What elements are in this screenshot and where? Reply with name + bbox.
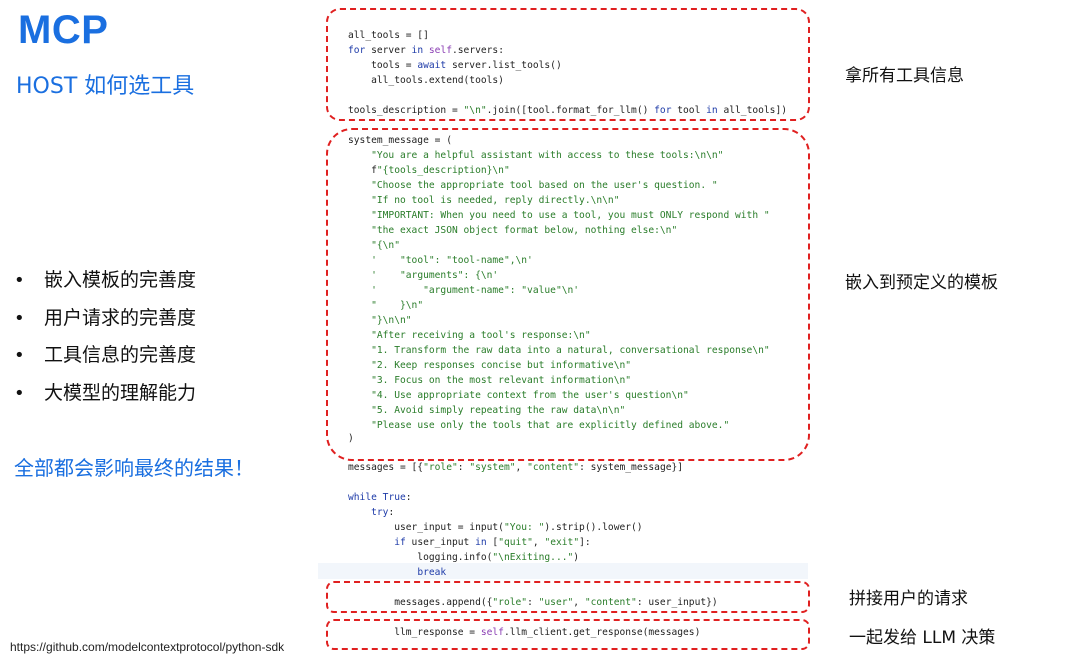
code-line: " }\n" [371, 300, 424, 311]
bullet-marker: • [14, 307, 25, 329]
code-line: "After receiving a tool's response:\n" [371, 330, 591, 341]
slide-title: MCP [18, 8, 109, 52]
annotation-append-request: 拼接用户的请求 [849, 589, 968, 609]
bullet-marker: • [14, 270, 25, 291]
code-line: ' "arguments": {\n' [371, 270, 499, 281]
current-line-highlight [318, 563, 808, 579]
code-line: "5. Avoid simply repeating the raw data\… [371, 405, 626, 416]
bullet-text: 大模型的理解能力 [44, 381, 197, 404]
code-line: "the exact JSON object format below, not… [371, 225, 678, 236]
bullet-text: 工具信息的完善度 [44, 344, 197, 366]
code-line: while True: [348, 492, 412, 503]
conclusion-text: 全部都会影响最终的结果！ [14, 456, 254, 480]
code-line: "2. Keep responses concise but informati… [371, 360, 632, 371]
bullet-item: • 用户请求的完善度 [14, 300, 196, 338]
bullet-text: 嵌入模板的完善度 [44, 269, 197, 291]
slide-subtitle: HOST 如何选工具 [16, 74, 195, 99]
code-line: "You are a helpful assistant with access… [371, 150, 724, 161]
bullet-marker: • [14, 345, 25, 366]
code-line: all_tools.extend(tools) [348, 75, 504, 86]
annotation-embed-template: 嵌入到预定义的模板 [845, 273, 998, 293]
code-line: f"{tools_description}\n" [348, 165, 510, 176]
code-line: "{\n" [371, 240, 400, 251]
code-line: tools = await server.list_tools() [348, 60, 562, 71]
code-line: messages.append({"role": "user", "conten… [348, 597, 718, 608]
code-line: "1. Transform the raw data into a natura… [371, 345, 770, 356]
code-line: break [417, 567, 447, 578]
code-line: "4. Use appropriate context from the use… [371, 390, 689, 401]
bullet-item: • 嵌入模板的完善度 [14, 262, 196, 300]
dashed-box-system-message [326, 128, 810, 461]
code-line: tools_description = "\n".join([tool.form… [348, 105, 788, 116]
bullet-marker: • [14, 382, 25, 404]
annotation-send-llm: 一起发给 LLM 决策 [849, 628, 996, 648]
code-line: "Choose the appropriate tool based on th… [371, 180, 718, 191]
code-line: messages = [{"role": "system", "content"… [348, 462, 684, 473]
code-line: user_input = input("You: ").strip().lowe… [348, 522, 643, 533]
code-line: "If no tool is needed, reply directly.\n… [371, 195, 620, 206]
bullet-list: • 嵌入模板的完善度 • 用户请求的完善度 • 工具信息的完善度 • 大模型的理解能力 [14, 262, 196, 412]
code-line: system_message = ( [348, 135, 452, 146]
dashed-box-user-request [326, 581, 810, 613]
code-line: llm_response = self.llm_client.get_respo… [348, 627, 701, 638]
bullet-text: 用户请求的完善度 [44, 306, 197, 329]
code-line: for server in self.servers: [348, 45, 504, 56]
code-line: ' "argument-name": "value"\n' [371, 285, 580, 296]
code-line: "Please use only the tools that are expl… [371, 420, 730, 431]
bullet-item: • 大模型的理解能力 [14, 375, 196, 413]
code-line: "}\n\n" [371, 315, 412, 326]
code-line: logging.info("\nExiting...") [348, 552, 580, 563]
code-line: if user_input in ["quit", "exit"]: [394, 537, 591, 548]
code-line: all_tools = [] [348, 30, 429, 41]
dashed-box-tools [326, 8, 810, 121]
bullet-item: • 工具信息的完善度 [14, 337, 196, 375]
code-line: ' "tool": "tool-name",\n' [371, 255, 533, 266]
footer-link[interactable]: https://github.com/modelcontextprotocol/… [10, 640, 285, 654]
code-line: "IMPORTANT: When you need to use a tool,… [371, 210, 770, 221]
code-line: try: [371, 507, 395, 518]
code-line: "3. Focus on the most relevant informati… [371, 375, 632, 386]
annotation-get-tools: 拿所有工具信息 [845, 66, 964, 86]
dashed-box-llm-call [326, 619, 810, 650]
